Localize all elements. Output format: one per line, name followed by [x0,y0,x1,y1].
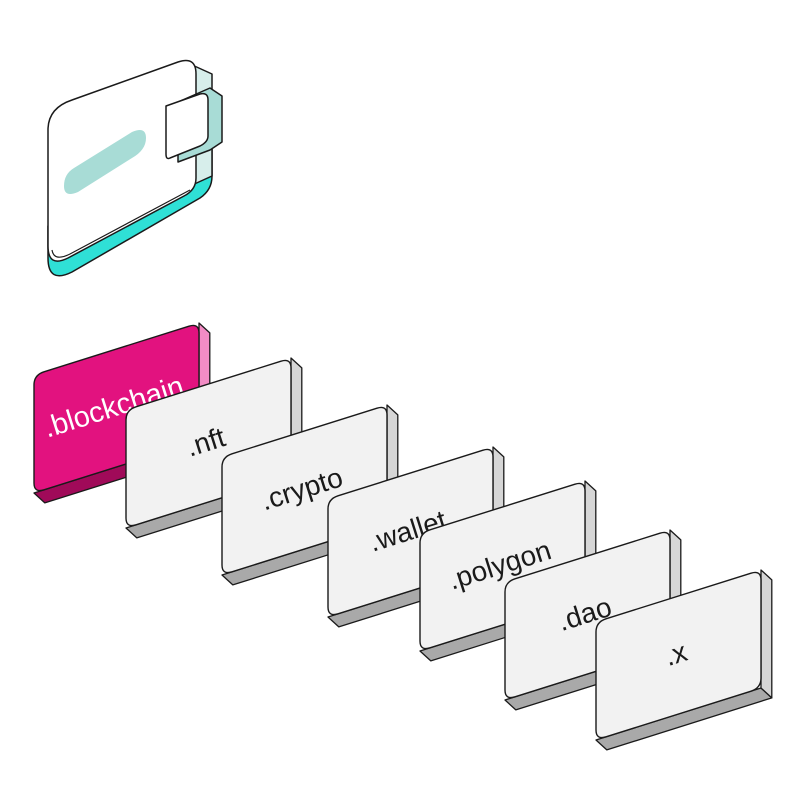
tile-face [595,571,762,739]
wallet-icon [47,59,223,277]
domain-tile-x[interactable]: .x [595,569,773,751]
tile-side-edge [760,569,773,699]
